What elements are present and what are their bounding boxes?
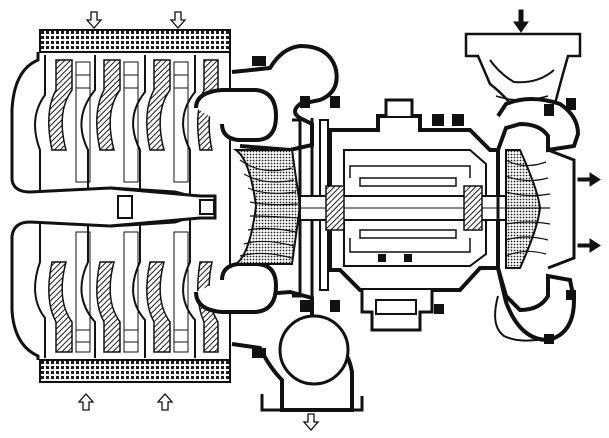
bottom-filter-band xyxy=(39,359,231,383)
intake-filter-housing xyxy=(10,29,231,383)
bearing-housing xyxy=(299,98,507,332)
lower-grilles xyxy=(75,231,189,353)
top-filter-band xyxy=(39,29,231,53)
compressor-scroll-top xyxy=(194,88,279,142)
compressor-scroll-bottom xyxy=(194,262,279,314)
upper-filter-elements xyxy=(48,59,219,151)
turbine-volute-top xyxy=(496,97,581,153)
hollow-down-arrow-icon xyxy=(85,11,103,29)
turbine-blades xyxy=(505,159,551,257)
hollow-up-arrow-icon xyxy=(77,393,95,411)
solid-right-arrow-icon xyxy=(577,238,601,253)
journal-bearing-rear xyxy=(463,185,483,231)
lower-filter-elements xyxy=(48,261,219,353)
solid-right-arrow-icon xyxy=(577,172,601,187)
filter-housing-outline xyxy=(10,52,206,360)
compressor-impeller xyxy=(232,149,302,265)
hollow-down-arrow-icon xyxy=(169,11,187,29)
lower-baffles xyxy=(34,218,196,358)
outlet-pipe-section xyxy=(278,314,350,386)
flow-arrows xyxy=(77,9,601,431)
turbine-volute-bottom xyxy=(496,267,577,343)
hollow-up-arrow-icon xyxy=(156,393,174,411)
upper-baffles xyxy=(34,55,196,196)
turbine-section xyxy=(464,32,582,344)
flange-bolts xyxy=(252,56,340,358)
hollow-down-arrow-icon xyxy=(302,413,320,431)
turbine-wheel xyxy=(505,149,542,269)
oil-inlet xyxy=(384,98,414,116)
upper-grilles xyxy=(75,61,189,183)
solid-down-arrow-icon xyxy=(513,9,529,33)
journal-bearing-front xyxy=(325,185,345,231)
impeller-blades xyxy=(239,159,299,259)
inlet-flange xyxy=(117,195,133,219)
